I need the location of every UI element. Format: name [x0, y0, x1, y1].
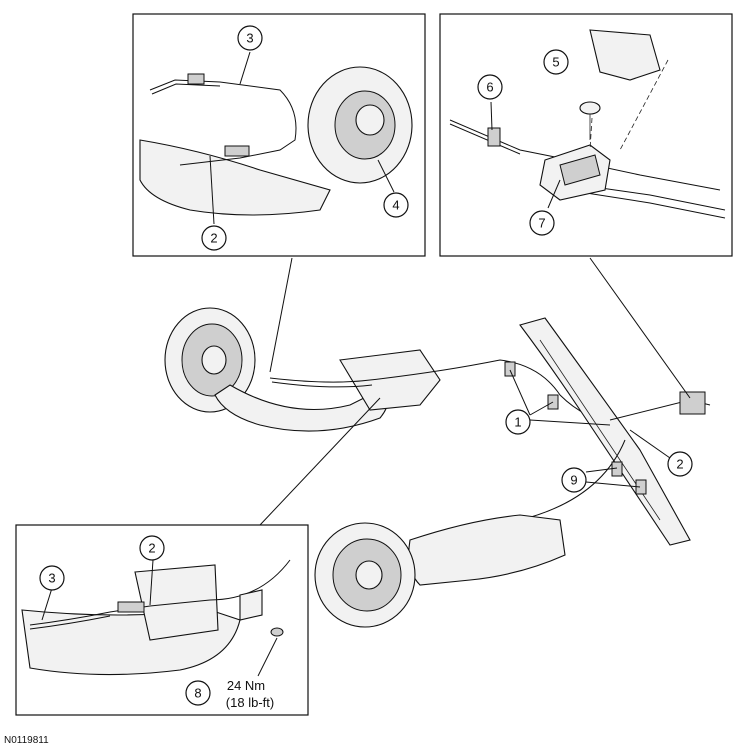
svg-text:2: 2	[210, 231, 217, 246]
svg-text:1: 1	[514, 415, 521, 430]
callout-8: 8	[185, 680, 211, 706]
svg-text:2: 2	[148, 541, 155, 556]
svg-text:3: 3	[48, 571, 55, 586]
inset-cable-bracket	[439, 13, 733, 257]
svg-text:7: 7	[538, 216, 545, 231]
torque-metric: 24 Nm	[227, 678, 265, 693]
svg-text:8: 8	[194, 686, 201, 701]
callout-2-top: 2	[201, 225, 227, 251]
svg-text:5: 5	[552, 55, 559, 70]
svg-text:2: 2	[676, 457, 683, 472]
svg-text:9: 9	[570, 473, 577, 488]
leader-inset-bottom	[259, 397, 381, 526]
figure-id: N0119811	[4, 735, 49, 746]
callout-1: 1	[505, 409, 531, 435]
callout-5: 5	[543, 49, 569, 75]
callout-3-top: 3	[237, 25, 263, 51]
callout-6: 6	[477, 74, 503, 100]
callout-3-bottom: 3	[39, 565, 65, 591]
callout-2-bottom: 2	[139, 535, 165, 561]
callout-2-main: 2	[667, 451, 693, 477]
main-assembly	[164, 307, 711, 628]
svg-text:3: 3	[246, 31, 253, 46]
leader-inset-right	[589, 257, 691, 399]
callout-9: 9	[561, 467, 587, 493]
callout-4: 4	[383, 192, 409, 218]
leader-inset-left	[269, 257, 293, 373]
torque-imperial: (18 lb-ft)	[226, 695, 274, 710]
svg-text:4: 4	[392, 198, 399, 213]
callout-7: 7	[529, 210, 555, 236]
inset-cable-bolt	[15, 524, 309, 716]
inset-rear-brake-cable	[132, 13, 426, 257]
svg-text:6: 6	[486, 80, 493, 95]
